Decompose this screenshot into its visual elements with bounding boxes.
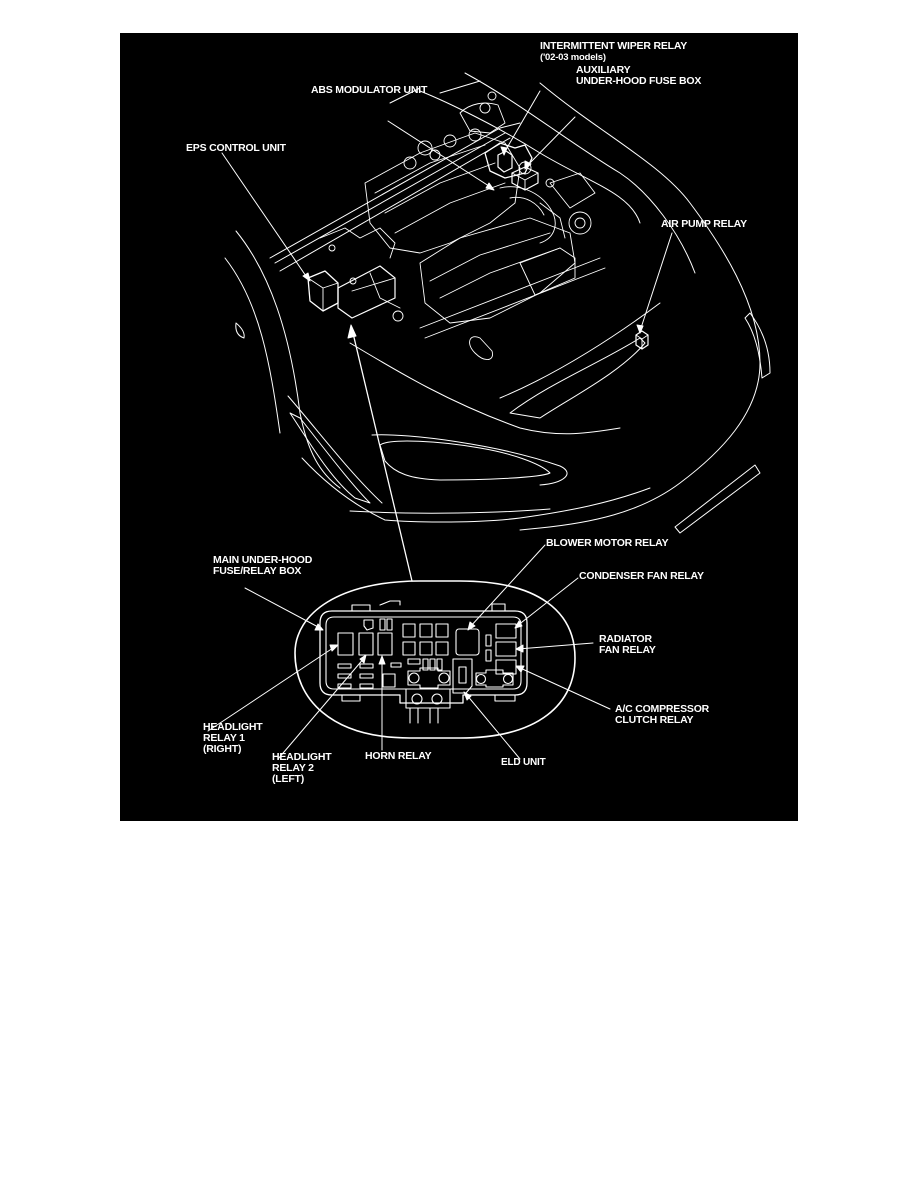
label-headlight-relay-1: HEADLIGHT RELAY 1 (RIGHT) xyxy=(203,721,263,755)
label-line: FAN RELAY xyxy=(599,644,656,656)
label-radiator-fan-relay: RADIATOR FAN RELAY xyxy=(599,634,656,656)
car-body-outline xyxy=(224,72,771,534)
label-line: HEADLIGHT xyxy=(203,721,263,733)
label-line: CONDENSER FAN RELAY xyxy=(579,570,704,582)
label-line: ('02-03 models) xyxy=(540,52,606,63)
label-abs-modulator-unit: ABS MODULATOR UNIT xyxy=(311,85,427,96)
label-line: BLOWER MOTOR RELAY xyxy=(546,537,669,549)
diagram-panel: INTERMITTENT WIPER RELAY ('02-03 models)… xyxy=(120,33,798,821)
label-auxiliary-fuse-box: AUXILIARY UNDER-HOOD FUSE BOX xyxy=(576,65,701,87)
label-line: CLUTCH RELAY xyxy=(615,714,694,726)
label-line: HORN RELAY xyxy=(365,750,432,762)
leader-lines-top xyxy=(221,90,673,582)
label-line: INTERMITTENT WIPER RELAY xyxy=(540,40,688,52)
label-eps-control-unit: EPS CONTROL UNIT xyxy=(186,143,286,154)
label-line: A/C COMPRESSOR xyxy=(615,703,710,715)
engine-bay-details xyxy=(307,91,649,360)
label-ac-compressor-clutch-relay: A/C COMPRESSOR CLUTCH RELAY xyxy=(615,704,709,726)
label-line: RADIATOR xyxy=(599,633,652,645)
label-headlight-relay-2: HEADLIGHT RELAY 2 (LEFT) xyxy=(272,751,332,785)
label-line: (LEFT) xyxy=(272,773,305,785)
label-line: EPS CONTROL UNIT xyxy=(186,142,286,154)
fuse-box-detail xyxy=(294,580,576,739)
label-line: HEADLIGHT xyxy=(272,751,332,763)
label-line: FUSE/RELAY BOX xyxy=(213,565,302,577)
label-main-fuse-relay-box: MAIN UNDER-HOOD FUSE/RELAY BOX xyxy=(213,555,312,577)
label-blower-motor-relay: BLOWER MOTOR RELAY xyxy=(546,537,669,549)
label-line: AUXILIARY xyxy=(576,64,631,76)
label-line: ELD UNIT xyxy=(501,757,546,768)
leader-lines-bottom xyxy=(207,544,611,760)
label-line: RELAY 2 xyxy=(272,762,314,774)
label-line: ABS MODULATOR UNIT xyxy=(311,84,428,96)
label-line: AIR PUMP RELAY xyxy=(661,218,747,230)
label-condenser-fan-relay: CONDENSER FAN RELAY xyxy=(579,571,704,582)
label-line: RELAY 1 xyxy=(203,732,245,744)
label-air-pump-relay: AIR PUMP RELAY xyxy=(661,219,747,230)
label-line: UNDER-HOOD FUSE BOX xyxy=(576,75,702,87)
label-intermittent-wiper-relay: INTERMITTENT WIPER RELAY ('02-03 models) xyxy=(540,40,688,64)
label-eld-unit: ELD UNIT xyxy=(501,757,546,768)
label-line: MAIN UNDER-HOOD xyxy=(213,554,313,566)
label-horn-relay: HORN RELAY xyxy=(365,750,432,762)
engine-bay-line-drawing xyxy=(207,72,771,760)
label-line: (RIGHT) xyxy=(203,743,242,755)
